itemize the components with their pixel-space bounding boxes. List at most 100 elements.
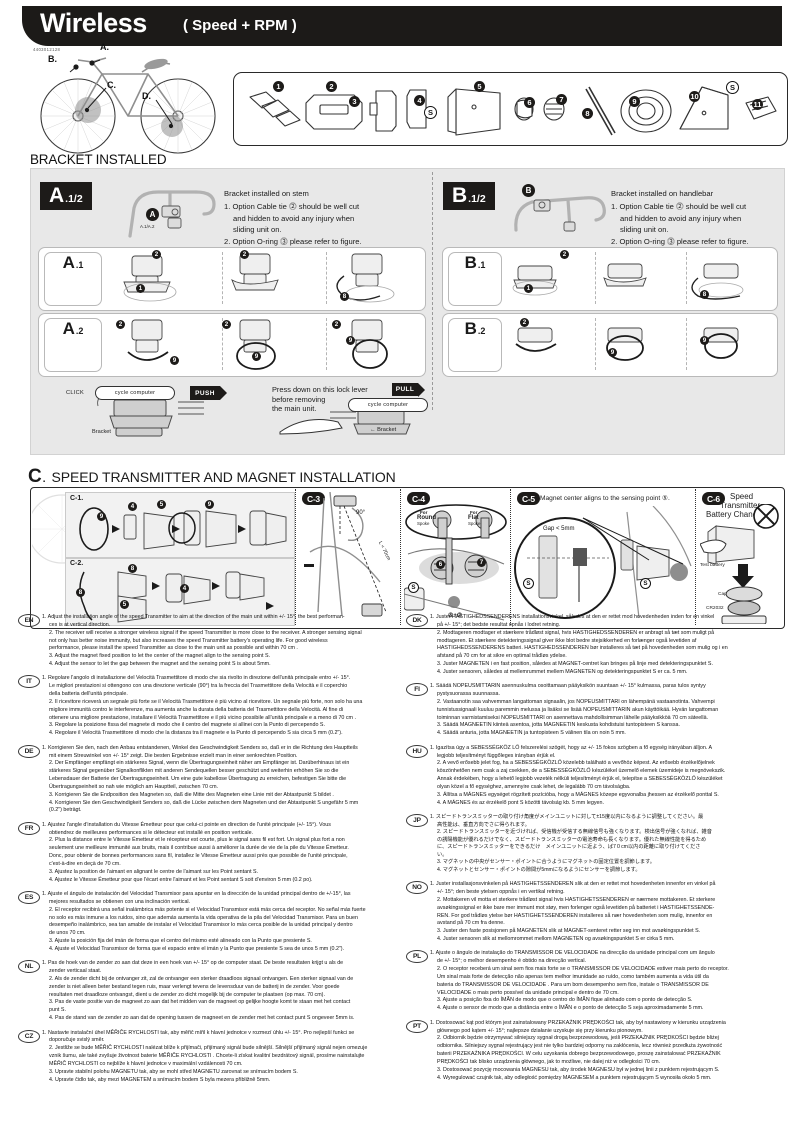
- part-callout-6: 6: [524, 97, 535, 108]
- language-line: に、スピードトランスミッターをできるだけ メインユニットに近よう、ば7０cm以内…: [437, 844, 701, 851]
- section-a1-tag: A .1: [44, 252, 102, 306]
- language-line: 2. Plus la distance entre le Vitesse Éme…: [49, 837, 345, 844]
- language-line: 2. Jestliže se bude MĚŘIČ RYCHLOSTI nalé…: [49, 1045, 368, 1052]
- language-line: Donc, pour obtenir de bonnes performance…: [49, 853, 348, 860]
- c6-cap-label: Cap: [718, 592, 727, 597]
- parts-list-box: 1 2 3 4 5 S 6 7 8 9 10 S 11: [233, 72, 788, 146]
- b2-callout-9b: 9: [700, 336, 709, 345]
- c5-figure: Gap < 5mm: [514, 506, 692, 619]
- c4-flat-main: Flat: [468, 515, 479, 521]
- language-line: mejores resultados se obtienen con una i…: [49, 898, 191, 905]
- language-line: performance, please install the speed Tr…: [49, 645, 298, 652]
- language-text: 1. Ajuste el ángulo de instalación del V…: [42, 891, 406, 954]
- language-line: 3. Állítsa a MÁGNES egységet rögzített p…: [437, 791, 719, 798]
- section-b-line-3: sliding unit on.: [620, 225, 669, 235]
- c6-tag: C-6: [702, 492, 725, 505]
- language-line: 1. Juster HASTIGHEDSSENDERENS installati…: [430, 614, 715, 620]
- a2-callout-2c: 2: [332, 320, 341, 329]
- language-text: 1. スピードトランスミッターの取り付け角度がメインユニットに対して±15度以内…: [430, 814, 794, 875]
- language-line: 3. Ajustez la position de l'aimant en al…: [49, 868, 259, 875]
- c2-callout-8: 8: [128, 564, 137, 573]
- a2-callout-9: 9: [170, 356, 179, 365]
- language-line: 2. Modtageren modtager et stærkere trådl…: [437, 629, 715, 636]
- language-code-jp: JP: [406, 813, 428, 827]
- a2-sep-1: [222, 318, 223, 370]
- language-line: 1. Nastavte instalační úhel MĚŘIČE RYCHL…: [42, 1029, 355, 1036]
- b1-callout-2: 2: [560, 250, 569, 259]
- language-line: 3. Pas de vaste positie van de magneet z…: [49, 999, 351, 1006]
- language-line: ottenere una migliore prestazione, insta…: [49, 714, 356, 721]
- bike-label-b: B.: [48, 54, 57, 64]
- part-callout-4: 4: [414, 95, 425, 106]
- language-line: bateria do TRANSMISSOR DE VELOCIDADE . P…: [437, 981, 709, 988]
- language-line: 1. Pas de hoek van de zender zo aan dat …: [42, 960, 344, 967]
- section-a2-num: .2: [75, 326, 84, 336]
- c-sep-3: [510, 489, 511, 625]
- c4-flat-top: For: [470, 510, 478, 515]
- language-line: 1. Dostosować kąt pod którym jest zainst…: [430, 1019, 726, 1026]
- section-a2-letter: A: [62, 319, 75, 338]
- c1-tag: C-1.: [70, 495, 84, 502]
- a1-callout-8: 8: [340, 292, 349, 301]
- language-line: 1. Korrigieren Sie den, nach den Anbau e…: [42, 744, 358, 751]
- language-line: 1. Igazítsa úgy a SEBESSÉGKÖZ LŐ felszer…: [430, 744, 713, 751]
- language-line: 3. Adjust the magnet fixed position to l…: [49, 653, 271, 660]
- part-s-mark-1: S: [424, 106, 437, 119]
- language-line: no solo es más inmune a los ruidos, sino…: [49, 914, 358, 921]
- a2-callout-9b: 9: [252, 352, 261, 361]
- section-b-instructions: Bracket installed on handlebar 1. Option…: [611, 188, 791, 247]
- section-c-dot: .: [42, 474, 46, 485]
- section-b1-num: .1: [477, 260, 486, 270]
- b2-sep-2: [686, 318, 687, 370]
- a2-callout-9c: 9: [346, 336, 355, 345]
- part-callout-1: 1: [273, 81, 284, 92]
- language-line: stärkeres Signal gegenüber Signalkonflik…: [49, 768, 339, 775]
- section-b-title: Bracket installed on handlebar: [611, 189, 714, 198]
- c-sep-2: [400, 489, 401, 625]
- section-b-letter: B: [452, 184, 468, 207]
- language-line: zender verticaal staat.: [49, 968, 102, 975]
- language-line: 4. Regolare il Velocità Trasmettitore di…: [49, 730, 343, 737]
- language-text: 1. Igazítsa úgy a SEBESSÉGKÖZ LŐ felszer…: [430, 745, 794, 808]
- language-code-fr: FR: [18, 821, 40, 835]
- language-line: 3. マグネットの中央がセンサー・ポイントに合うようにマグネットの固定位置を調節…: [437, 859, 655, 866]
- language-text: 1. Ajustez l'angle d'installation du Vit…: [42, 822, 406, 885]
- language-line: not only has better noise immunity, but …: [49, 637, 328, 644]
- language-line: 高性能は、垂直方向でさに得られます。: [437, 821, 530, 828]
- bracket-label-right: ← Bracket: [370, 427, 397, 433]
- b1-callout-8: 8: [700, 290, 709, 299]
- c3-tag: C-3: [302, 492, 325, 505]
- section-c-title: SPEED TRANSMITTER AND MAGNET INSTALLATIO…: [51, 469, 396, 485]
- language-line: 1. Regolare l'angolo di installazione de…: [42, 675, 351, 682]
- language-line: della batteria dell'unità principale.: [49, 691, 128, 698]
- c2-callout-8b: 8: [76, 588, 85, 597]
- language-line: 2. The receiver will receive a stronger …: [49, 629, 362, 636]
- language-line: tunnistussignaali kuuluu paremmin meluss…: [437, 706, 719, 713]
- c1-figures: [79, 507, 287, 551]
- language-line: +/- 15°; den beste ytelsen oppnås i en v…: [437, 889, 565, 895]
- language-code-hu: HU: [406, 744, 428, 758]
- part-callout-5: 5: [474, 81, 485, 92]
- language-line: pystysuorassa suunnassa.: [437, 691, 500, 698]
- part-callout-11: 11: [752, 99, 763, 110]
- language-line: 1. Juster installasjonsvinkelen på HASTI…: [430, 881, 716, 888]
- language-line: の誘陽機能が優れるだけでなく、スピードトランスミッターの電池寿命も長くなります。…: [437, 836, 707, 843]
- language-line: punt S.: [49, 1007, 66, 1014]
- language-line: 1. Ajuste el ángulo de instalación del V…: [42, 891, 351, 897]
- bicycle-illustration: A. B. C. D.: [30, 42, 225, 156]
- section-a-tag: A .1/2: [40, 182, 92, 210]
- header-bar: [22, 6, 782, 46]
- language-line: migliore immunità contro le interferenze…: [49, 706, 344, 713]
- section-b-sub: .1/2: [468, 193, 486, 205]
- language-text: 1. Ajuste o ângulo de instalação do TRAN…: [430, 950, 794, 1013]
- language-line: 3. Juster den faste posisjonen på MAGNET…: [437, 928, 701, 935]
- language-line: Le migliori prestazioni si ottengono con…: [49, 683, 348, 690]
- section-b1-tag: B .1: [448, 252, 502, 306]
- language-text: 1. Säädä NOPEUSMITTARIN asennuskulma oso…: [430, 683, 794, 738]
- language-line: VELOCIDADE o mais perto possível da unid…: [437, 989, 619, 996]
